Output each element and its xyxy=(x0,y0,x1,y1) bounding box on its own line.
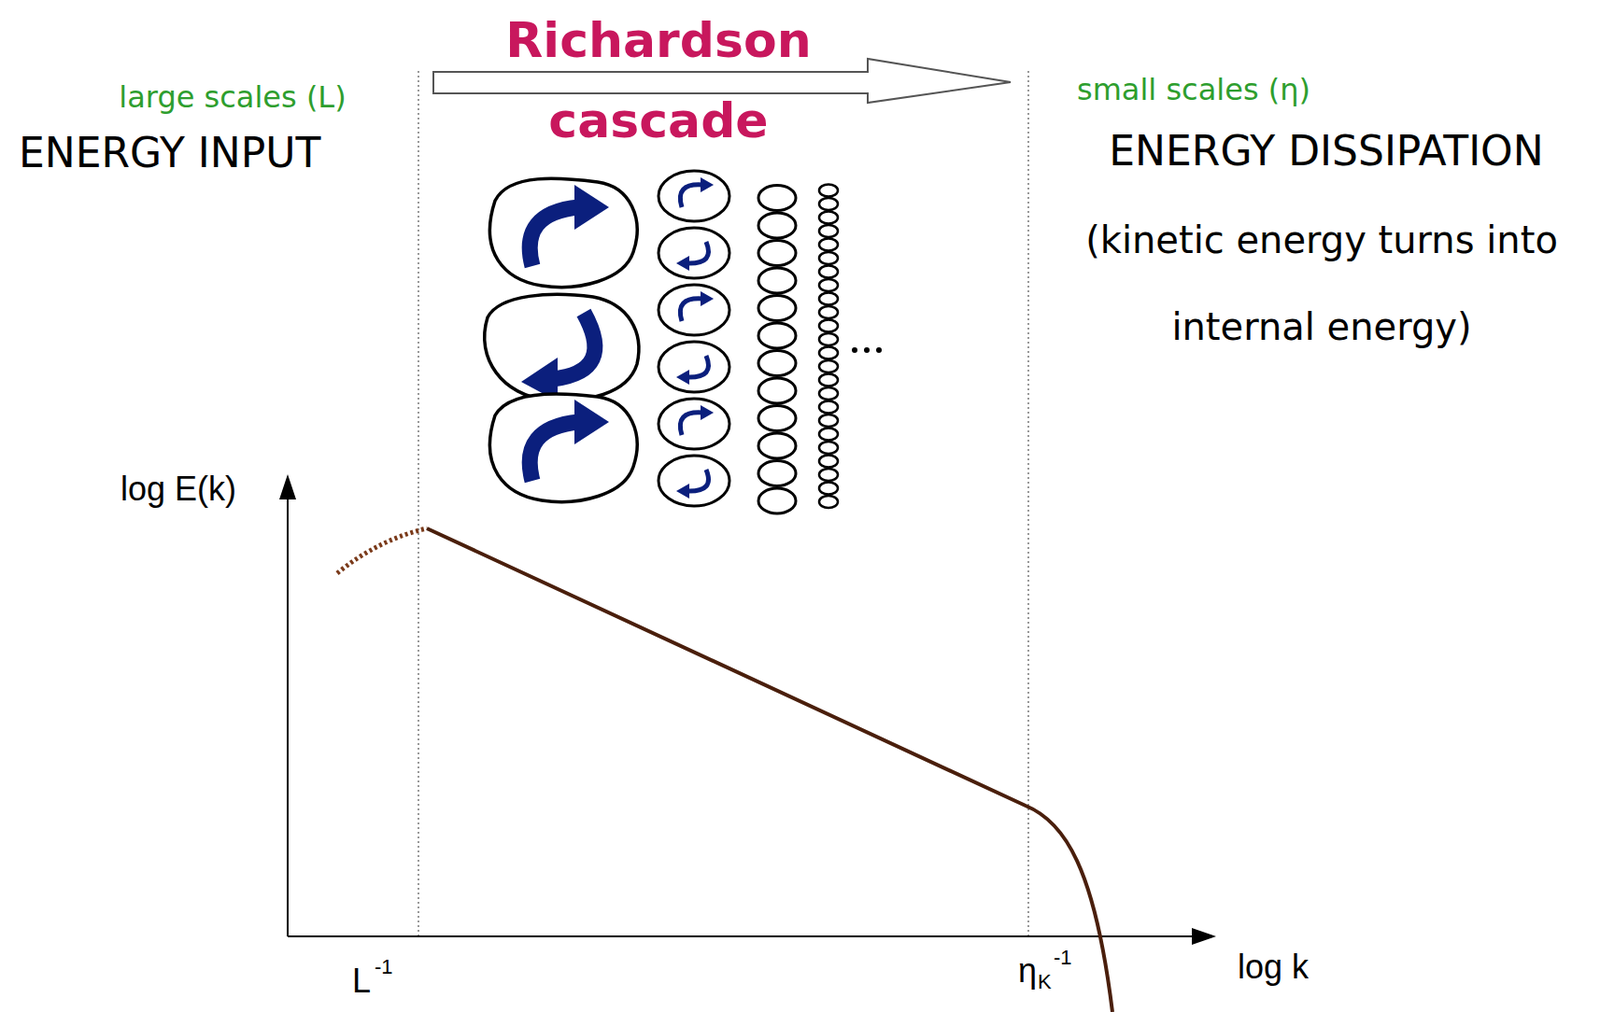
small-eddy xyxy=(758,323,796,349)
axis-arrow-head xyxy=(279,474,297,500)
eddy-arrow-head xyxy=(700,405,714,421)
eddy-arrow-head xyxy=(574,399,609,445)
small-eddy xyxy=(758,296,796,322)
tiny-eddy xyxy=(819,347,838,360)
tiny-eddy xyxy=(819,184,838,198)
region-heading: ENERGY INPUT xyxy=(18,129,321,178)
eddy-arrow xyxy=(679,298,703,322)
eddy-arrow-head xyxy=(676,255,690,271)
continuation-dot xyxy=(863,347,870,354)
small-eddy xyxy=(758,185,796,212)
eddy-arrow-head xyxy=(676,483,690,499)
eddy-arrow xyxy=(687,469,709,492)
axis-arrow-head xyxy=(1191,928,1217,946)
eddy-arrow xyxy=(552,312,595,380)
axis-label: log k xyxy=(1237,948,1309,987)
tiny-eddy xyxy=(819,320,838,333)
tiny-eddy xyxy=(819,414,838,427)
tiny-eddy xyxy=(819,441,838,454)
tiny-eddy xyxy=(819,455,838,468)
tiny-eddy xyxy=(819,428,838,441)
medium-eddy xyxy=(658,284,730,336)
tick-exponent: -1 xyxy=(1053,946,1073,970)
axis-tick: L xyxy=(352,962,371,1001)
axis-tick: η xyxy=(1018,951,1037,991)
small-eddy xyxy=(758,461,796,487)
tiny-eddy xyxy=(819,482,838,496)
large-eddy xyxy=(484,294,639,400)
x-axis xyxy=(287,935,1196,938)
tiny-eddy xyxy=(819,225,838,238)
small-eddy xyxy=(758,268,796,294)
small-eddy xyxy=(758,406,796,432)
y-axis xyxy=(286,495,289,937)
tiny-eddy xyxy=(819,293,838,306)
eddy-arrow xyxy=(679,412,703,436)
small-eddy xyxy=(758,212,796,239)
cascade-title: Richardson cascade xyxy=(471,0,846,161)
eddy-arrow xyxy=(687,241,709,264)
eddy-arrow xyxy=(529,207,580,267)
medium-eddy xyxy=(658,398,730,450)
tick-exponent: -1 xyxy=(374,955,394,979)
tiny-eddy xyxy=(819,333,838,346)
tiny-eddy xyxy=(819,495,838,509)
tiny-eddy xyxy=(819,360,838,373)
continuation-dot xyxy=(851,347,858,354)
tiny-eddy xyxy=(819,468,838,482)
medium-eddy xyxy=(658,341,730,393)
region-note: (kinetic energy turns into internal ener… xyxy=(1050,197,1593,371)
eddy-arrow-head xyxy=(676,369,690,385)
tiny-eddy xyxy=(819,266,838,279)
eddy-group xyxy=(484,170,882,514)
eddy-arrow xyxy=(529,422,580,482)
tiny-eddy xyxy=(819,198,838,211)
small-eddy xyxy=(758,351,796,377)
small-eddy xyxy=(758,378,796,404)
small-eddy xyxy=(758,240,796,267)
tiny-eddy xyxy=(819,279,838,292)
tick-subscript: K xyxy=(1037,970,1052,994)
tiny-eddy xyxy=(819,252,838,265)
large-eddy xyxy=(489,178,638,287)
small-eddy xyxy=(758,433,796,459)
large-eddy xyxy=(489,394,638,503)
eddy-arrow-head xyxy=(574,184,609,230)
tiny-eddy xyxy=(819,306,838,319)
scale-label: large scales (L) xyxy=(118,80,346,115)
axis-label: log E(k) xyxy=(120,469,237,509)
scale-label: small scales (η) xyxy=(1076,72,1311,108)
region-heading: ENERGY DISSIPATION xyxy=(1108,127,1544,176)
tiny-eddy xyxy=(819,239,838,252)
tiny-eddy xyxy=(819,401,838,414)
eddy-arrow xyxy=(679,184,703,208)
medium-eddy xyxy=(658,455,730,507)
eddy-arrow xyxy=(687,355,709,378)
spectrum-curve xyxy=(426,528,1113,1012)
scale-separator xyxy=(418,70,420,937)
tiny-eddy xyxy=(819,374,838,387)
medium-eddy xyxy=(658,170,730,222)
tiny-eddy xyxy=(819,212,838,225)
spectrum-curve-dotted xyxy=(337,528,427,574)
tiny-eddy xyxy=(819,387,838,400)
continuation-dot xyxy=(876,347,882,354)
medium-eddy xyxy=(658,227,730,279)
eddy-arrow-head xyxy=(700,177,714,193)
eddy-arrow-head xyxy=(700,291,714,307)
small-eddy xyxy=(758,488,796,514)
